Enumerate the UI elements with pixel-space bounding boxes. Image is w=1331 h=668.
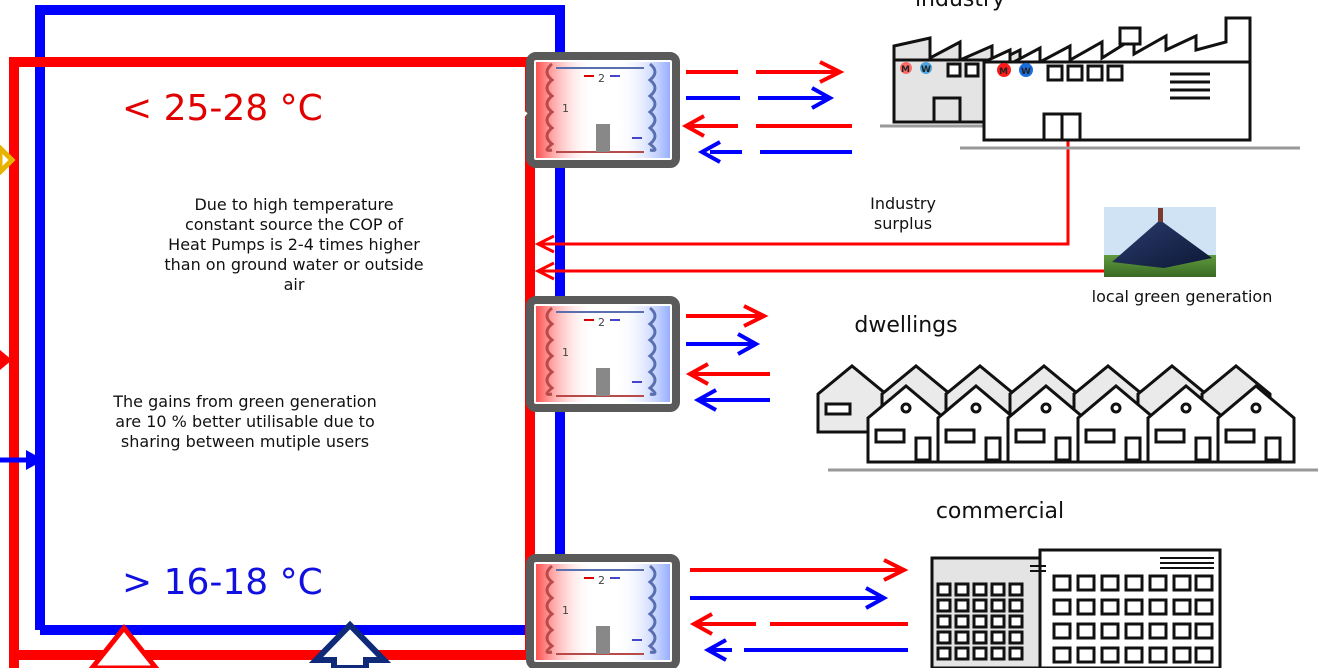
local-green-label: local green generation bbox=[1091, 287, 1273, 306]
arrows-industry bbox=[681, 60, 852, 164]
industry-label: industry bbox=[880, 0, 1040, 14]
cold-loop bbox=[35, 5, 565, 635]
arrows-dwellings bbox=[685, 304, 770, 412]
solar-roof-photo bbox=[1104, 207, 1216, 277]
factory-badge-m: M bbox=[999, 67, 1008, 77]
hp-label-1: 1 bbox=[562, 346, 569, 359]
hp-label-2: 2 bbox=[598, 316, 605, 329]
heat-pump-industry: 1 2 bbox=[526, 52, 680, 168]
surplus-return-lines bbox=[534, 140, 1104, 281]
hp-label-2: 2 bbox=[598, 574, 605, 587]
factory-badge-m: M bbox=[901, 65, 910, 75]
factory-badge-w: W bbox=[1021, 67, 1031, 77]
arrows-commercial bbox=[689, 558, 909, 662]
industry-factory-icon: M W M W bbox=[880, 16, 1300, 150]
bottom-arrow-blue-icon bbox=[308, 620, 392, 668]
cold-temperature-label: > 16-18 °C bbox=[122, 562, 323, 603]
commercial-buildings-icon bbox=[930, 548, 1222, 668]
dwellings-label: dwellings bbox=[854, 313, 958, 338]
hp-label-1: 1 bbox=[562, 604, 569, 617]
left-feed-arrows bbox=[0, 144, 44, 470]
dwellings-houses-icon bbox=[816, 364, 1318, 472]
bottom-arrow-red-icon bbox=[88, 623, 160, 668]
warm-temperature-label: < 25-28 °C bbox=[122, 88, 323, 129]
heat-pump-commercial: 1 2 bbox=[526, 554, 680, 668]
heat-pump-dwellings: 1 2 bbox=[526, 296, 680, 412]
industry-surplus-label: Industry surplus bbox=[870, 194, 936, 233]
hp-label-2: 2 bbox=[598, 72, 605, 85]
hp-label-1: 1 bbox=[562, 102, 569, 115]
cop-note: Due to high temperature constant source … bbox=[164, 195, 424, 294]
commercial-label: commercial bbox=[935, 499, 1065, 524]
factory-badge-w: W bbox=[921, 65, 931, 75]
gains-note: The gains from green generation are 10 %… bbox=[113, 392, 377, 451]
